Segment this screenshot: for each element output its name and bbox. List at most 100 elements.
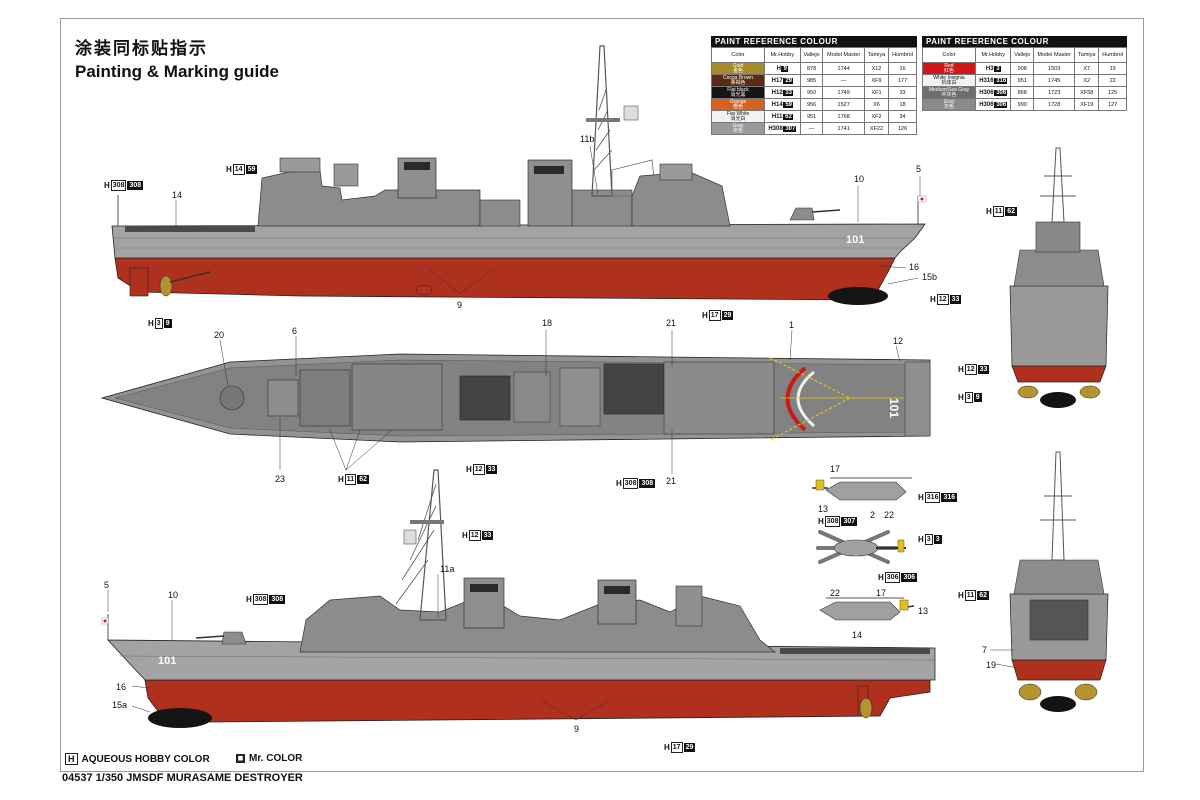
page-title: Painting & Marking guide <box>75 62 280 81</box>
callout-5: 5 <box>916 164 922 174</box>
stern-view-lower <box>1009 451 1109 712</box>
callout-22-heli: 22 <box>884 510 895 520</box>
deck-number: 101 <box>887 398 901 418</box>
callout-15b: 15b <box>922 272 938 282</box>
callout-2: 2 <box>870 510 876 520</box>
page-title-chinese: 涂装同标贴指示 <box>75 39 208 59</box>
callout-6: 6 <box>292 326 298 336</box>
callout-11a: 11a <box>440 564 455 574</box>
callout-13-heli-2: 13 <box>918 606 929 616</box>
leader-lines <box>107 145 1019 721</box>
legend-mr-label: Mr. COLOR <box>249 753 303 764</box>
paint-code-cell: 126 <box>888 122 917 135</box>
hull-number-upper: 101 <box>846 234 864 246</box>
callout-22-heli-2: 22 <box>830 588 841 598</box>
callout-21-bottom: 21 <box>666 476 677 486</box>
legend-mr-color: ◼ Mr. COLOR <box>236 753 302 764</box>
callout-14: 14 <box>172 190 183 200</box>
model-number-footer: 04537 1/350 JMSDF MURASAME DESTROYER <box>62 772 303 784</box>
callout-19: 19 <box>986 660 997 670</box>
paint-code-cell: 990 <box>1010 98 1035 111</box>
callout-7: 7 <box>982 645 988 655</box>
stern-view-upper <box>1009 147 1109 408</box>
callout-16-lower: 16 <box>116 682 127 692</box>
side-profile-port <box>101 469 936 728</box>
mr-hobby-code: H308 307 <box>764 122 801 135</box>
callout-16: 16 <box>909 262 920 272</box>
legend-aqueous-label: AQUEOUS HOBBY COLOR <box>81 753 210 765</box>
callout-17-heli-2: 17 <box>876 588 887 598</box>
paint-code-cell: 177 <box>888 74 917 87</box>
mr-hobby-code: H306 306 <box>974 98 1012 111</box>
callout-20: 20 <box>214 330 225 340</box>
callout-14-heli: 14 <box>852 630 863 640</box>
callout-13-heli: 13 <box>818 504 829 514</box>
aqueous-mark-icon: H <box>65 753 78 765</box>
paint-code-cell: 1728 <box>1033 98 1076 111</box>
callout-9: 9 <box>457 300 463 310</box>
paint-code-cell: 127 <box>1098 98 1127 111</box>
callout-12: 12 <box>893 336 904 346</box>
callout-23: 23 <box>275 474 286 484</box>
paint-code-cell: XF22 <box>863 122 890 135</box>
helicopter-side-view <box>812 477 912 501</box>
side-profile-starboard <box>111 45 927 305</box>
helicopter-top-view <box>816 530 906 564</box>
callout-18: 18 <box>542 318 553 328</box>
paint-code-cell: 1741 <box>822 122 865 135</box>
legend-aqueous: H AQUEOUS HOBBY COLOR <box>65 753 210 765</box>
paint-table-header: Tamiya <box>1074 47 1100 63</box>
callout-5-lower: 5 <box>104 580 110 590</box>
paint-table-caption: PAINT REFERENCE COLOUR <box>711 36 917 47</box>
paint-table-caption: PAINT REFERENCE COLOUR <box>922 36 1127 47</box>
callout-21-top: 21 <box>666 318 677 328</box>
paint-code-cell: XF19 <box>1074 98 1100 111</box>
callout-17-heli: 17 <box>830 464 841 474</box>
mr-hobby-code: H14 59 <box>764 98 801 111</box>
callout-15a: 15a <box>112 700 128 710</box>
mr-hobby-code: H306 306 <box>974 86 1012 99</box>
helicopter-side-view-2 <box>819 597 915 621</box>
top-view <box>100 353 931 443</box>
callout-10-lower: 10 <box>168 590 179 600</box>
mr-color-square-icon: ◼ <box>236 754 245 763</box>
callout-10: 10 <box>854 174 865 184</box>
callout-9-lower: 9 <box>574 724 580 734</box>
callout-11b: 11b <box>580 134 595 144</box>
